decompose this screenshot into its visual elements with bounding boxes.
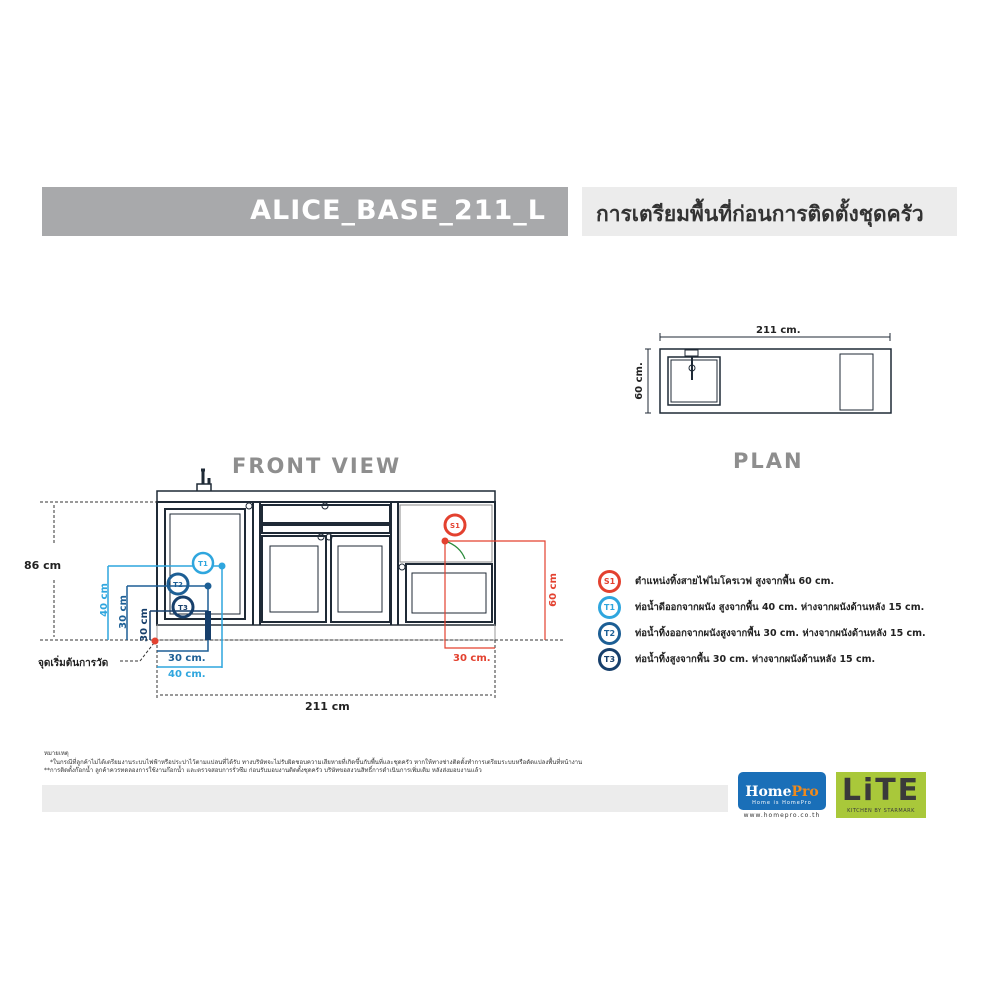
legend-item-t2: T2 ท่อน้ำทิ้งออกจากผนังสูงจากพื้น 30 cm.… bbox=[598, 621, 926, 645]
notes-line: **การติดตั้งก๊อกน้ำ ลูกค้าควรทดลองการใช้… bbox=[44, 767, 482, 774]
plan-title: PLAN bbox=[733, 449, 804, 473]
s1-marker bbox=[443, 513, 467, 537]
t2-height-label: 30 cm bbox=[118, 595, 129, 629]
cabinet-front bbox=[156, 468, 496, 641]
svg-text:T2: T2 bbox=[173, 581, 183, 589]
legend-text: ตำแหน่งทิ้งสายไฟไมโครเวฟ สูงจากพื้น 60 c… bbox=[635, 575, 835, 587]
notes-heading: หมายเหตุ bbox=[44, 750, 69, 757]
t1-marker bbox=[191, 551, 215, 575]
t3-height-label: 30 cm bbox=[139, 608, 150, 642]
t3-badge: T3 bbox=[598, 647, 621, 671]
plan-width-label: 211 cm. bbox=[756, 325, 801, 336]
svg-text:S1: S1 bbox=[450, 522, 460, 530]
offset-30-label: 30 cm. bbox=[168, 653, 206, 664]
footer-bar bbox=[42, 785, 728, 812]
t1-badge: T1 bbox=[598, 595, 621, 619]
legend-text: ท่อน้ำดีออกจากผนัง สูงจากพื้น 40 cm. ห่า… bbox=[635, 601, 925, 613]
t3-marker bbox=[171, 595, 195, 619]
legend-text: ท่อน้ำทิ้งออกจากผนังสูงจากพื้น 30 cm. ห่… bbox=[635, 627, 926, 639]
svg-text:T1: T1 bbox=[198, 560, 208, 568]
countertop bbox=[156, 490, 496, 503]
legend-item-s1: S1 ตำแหน่งทิ้งสายไฟไมโครเวฟ สูงจากพื้น 6… bbox=[598, 569, 835, 593]
origin-label: จุดเริ่มต้นการวัด bbox=[38, 655, 108, 669]
legend-text: ท่อน้ำทิ้งสูงจากพื้น 30 cm. ห่างจากผนังด… bbox=[635, 653, 876, 665]
t2-marker bbox=[166, 572, 190, 596]
subtitle: การเตรียมพื้นที่ก่อนการติดตั้งชุดครัว bbox=[596, 202, 924, 226]
plan-depth-label: 60 cm. bbox=[634, 362, 645, 400]
subtitle-header: การเตรียมพื้นที่ก่อนการติดตั้งชุดครัว bbox=[582, 187, 957, 236]
svg-text:T3: T3 bbox=[178, 604, 188, 612]
offset-40-label: 40 cm. bbox=[168, 669, 206, 680]
legend-item-t1: T1 ท่อน้ำดีออกจากผนัง สูงจากพื้น 40 cm. … bbox=[598, 595, 925, 619]
legend-item-t3: T3 ท่อน้ำทิ้งสูงจากพื้น 30 cm. ห่างจากผน… bbox=[598, 647, 876, 671]
notes-line: *ในกรณีที่ลูกค้าไม่ได้เตรียมงานระบบไฟฟ้า… bbox=[50, 758, 583, 766]
t1-height-label: 40 cm bbox=[99, 583, 110, 617]
s1-badge: S1 bbox=[598, 569, 621, 593]
front-view-title: FRONT VIEW bbox=[232, 454, 401, 478]
model-header: ALICE_BASE_211_L bbox=[42, 187, 568, 236]
plan-drawing bbox=[645, 333, 892, 414]
homepro-logo: HomePro Home is HomePro www.homepro.co.t… bbox=[738, 772, 826, 822]
model-name: ALICE_BASE_211_L bbox=[250, 195, 546, 226]
width-label: 211 cm bbox=[305, 700, 350, 713]
height-label: 86 cm bbox=[24, 559, 61, 572]
t2-badge: T2 bbox=[598, 621, 621, 645]
s1-offset-label: 30 cm. bbox=[453, 653, 491, 664]
s1-height-label: 60 cm bbox=[548, 573, 559, 607]
notes: หมายเหตุ *ในกรณีที่ลูกค้าไม่ได้เตรียมงาน… bbox=[44, 750, 582, 776]
lite-logo: LiTE KITCHEN BY STARMARK bbox=[836, 772, 926, 818]
origin-point bbox=[151, 637, 159, 645]
t3-pipe bbox=[205, 611, 211, 640]
t3-dimension bbox=[149, 610, 208, 640]
